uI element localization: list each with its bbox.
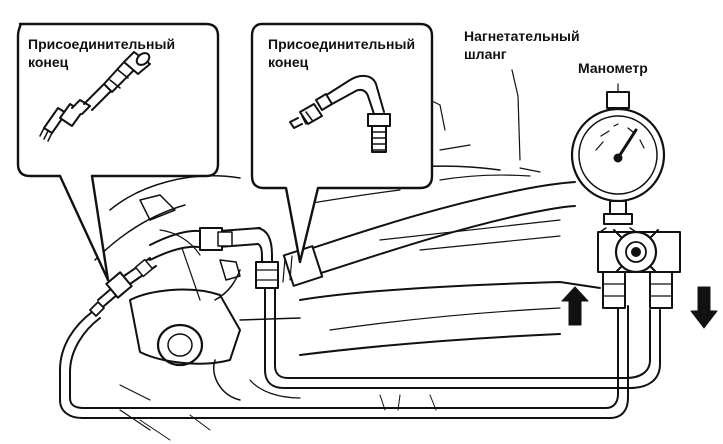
callout-right — [250, 22, 434, 264]
pressure-hose-label-2: шланг — [464, 46, 507, 62]
bent-connector-drawing — [289, 74, 391, 153]
connector-label-right-2: конец — [268, 54, 309, 70]
pressure-hose-leader — [511, 69, 521, 161]
pressure-gauge — [570, 91, 681, 309]
connector-label-left-2: конец — [28, 54, 69, 70]
connector-label-left-1: Присоединительный — [28, 36, 176, 52]
arrow-down-icon — [690, 286, 718, 329]
gear-pipe-cluster — [149, 227, 279, 301]
connector-label-right-1: Присоединительный — [268, 36, 416, 52]
engine-background — [94, 94, 601, 441]
straight-connector-drawing — [39, 51, 151, 142]
gauge-label: Манометр — [578, 60, 648, 76]
gauge-hoses — [59, 257, 661, 419]
callout-left — [16, 22, 220, 282]
pressure-hose-label-1: Нагнетательный — [464, 28, 580, 44]
pressure-hose — [282, 181, 576, 287]
arrow-up-icon — [561, 286, 589, 326]
